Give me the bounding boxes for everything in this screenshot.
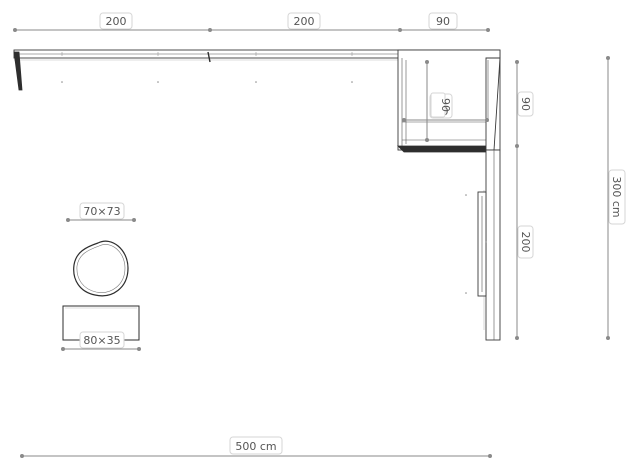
inner-depth-dimension: 0 90 (402, 60, 489, 142)
bench-size-label: 80×35 (83, 334, 120, 347)
overall-width-label: 500 cm (235, 440, 276, 453)
stool-size-label: 70×73 (83, 205, 120, 218)
overall-height-label: 300 cm (610, 176, 623, 217)
stool: 70×73 (66, 202, 136, 297)
top-dimension-label-2: 200 (294, 15, 315, 28)
right-lower-label: 200 (519, 232, 532, 253)
stool-outline (73, 240, 129, 297)
sofa-corner-module (397, 49, 501, 153)
top-dimension-label-1: 200 (106, 15, 127, 28)
right-upper-label: 90 (519, 97, 532, 111)
overall-width-dimension: 500 cm (20, 436, 492, 458)
top-dimension-line-2: 200 (210, 12, 402, 32)
sofa-right-section (465, 149, 501, 341)
top-dimension-label-3: 90 (436, 15, 450, 28)
bench: 80×35 (61, 305, 141, 351)
top-dimension-line-3: 90 (400, 12, 490, 32)
right-lower-dimension: 200 (515, 146, 534, 340)
overall-height-dimension: 300 cm (606, 56, 626, 340)
top-dimension-line-1: 200 (13, 12, 212, 32)
right-upper-dimension: 90 (515, 60, 534, 148)
inner-depth-label: 90 (439, 98, 452, 112)
